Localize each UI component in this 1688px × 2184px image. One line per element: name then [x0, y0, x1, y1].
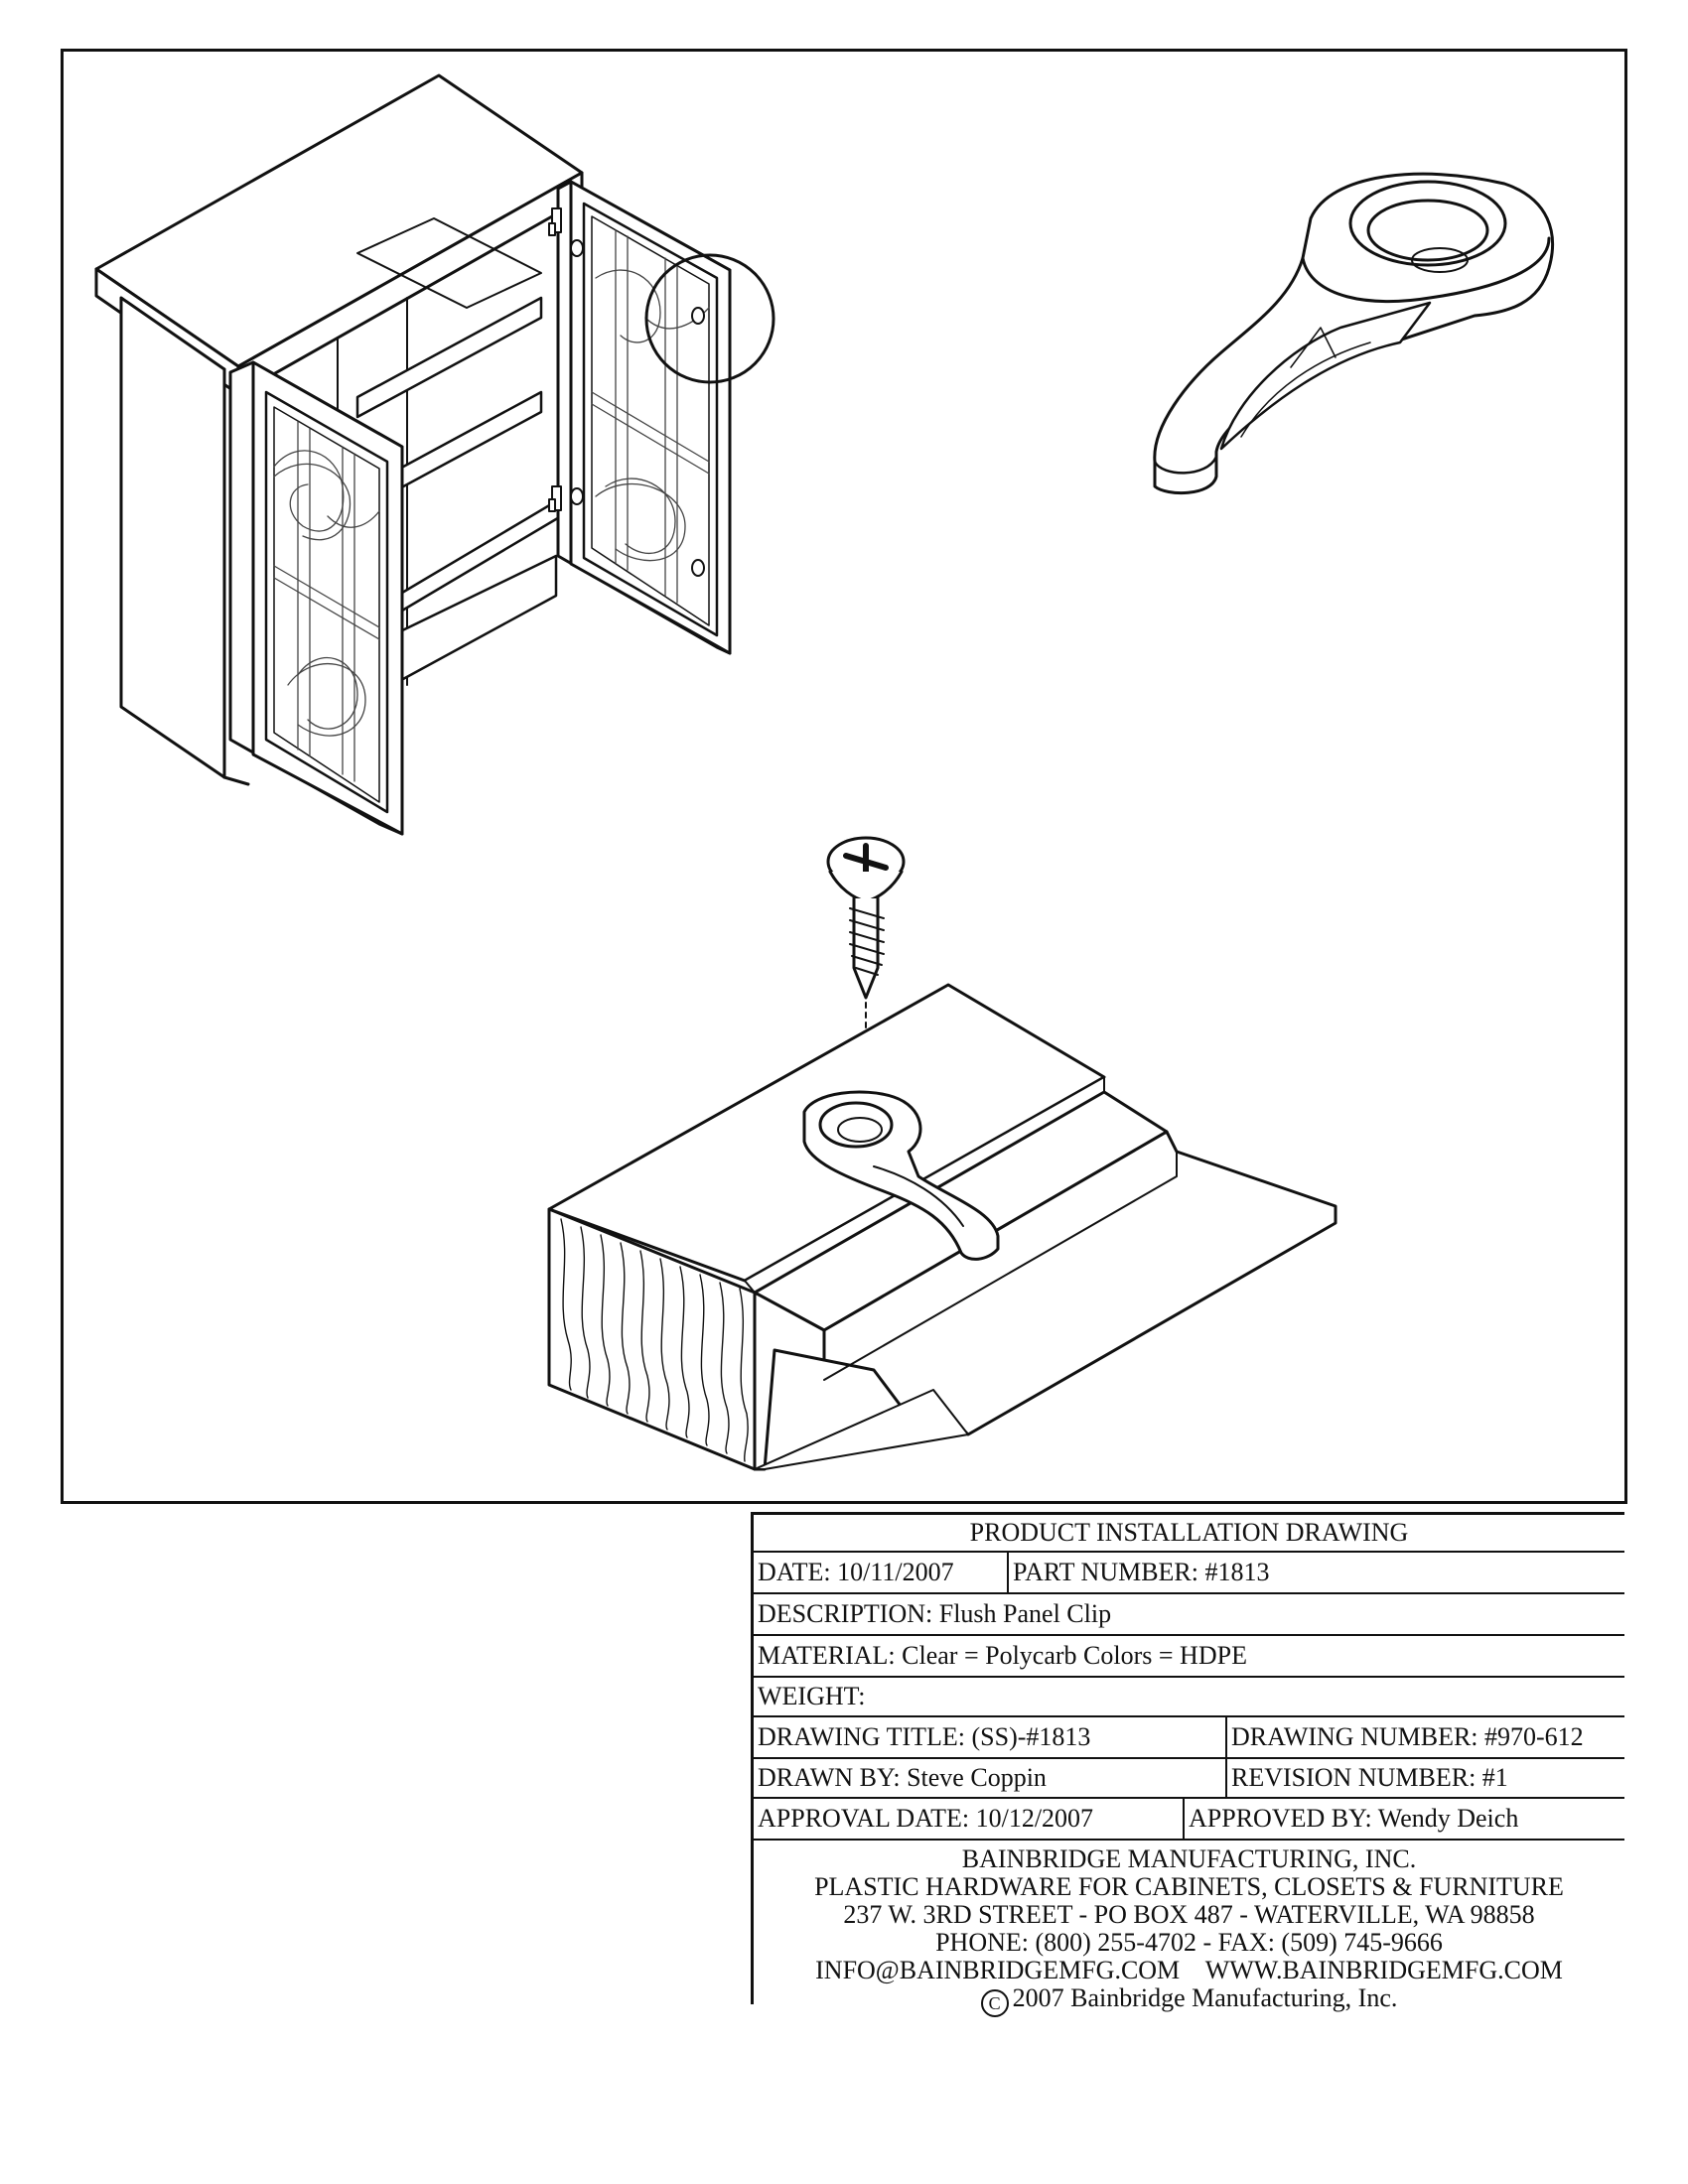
company-phone-fax: PHONE: (800) 255-4702 - FAX: (509) 745-9…	[935, 1928, 1443, 1957]
drawing-border	[61, 49, 1627, 1504]
date-field: DATE: 10/11/2007	[758, 1558, 954, 1586]
approved-by-field: APPROVED BY: Wendy Deich	[1183, 1799, 1624, 1839]
company-tagline: PLASTIC HARDWARE FOR CABINETS, CLOSETS &…	[814, 1872, 1564, 1901]
company-address: 237 W. 3RD STREET - PO BOX 487 - WATERVI…	[843, 1900, 1535, 1929]
description-field: DESCRIPTION: Flush Panel Clip	[758, 1599, 1112, 1628]
weight-field: WEIGHT:	[758, 1682, 866, 1710]
installation-illustration	[547, 836, 1337, 1471]
material-field: MATERIAL: Clear = Polycarb Colors = HDPE	[758, 1641, 1247, 1670]
title-block: PRODUCT INSTALLATION DRAWING DATE: 10/11…	[751, 1512, 1624, 2017]
copyright-text: 2007 Bainbridge Manufacturing, Inc.	[1012, 1983, 1398, 2012]
revision-number-field: REVISION NUMBER: #1	[1225, 1759, 1624, 1797]
cabinet-illustration	[94, 73, 775, 836]
part-number-field: PART NUMBER: #1813	[1007, 1553, 1624, 1592]
drawing-heading: PRODUCT INSTALLATION DRAWING	[969, 1518, 1409, 1547]
approval-date-field: APPROVAL DATE: 10/12/2007	[758, 1804, 1094, 1833]
company-name: BAINBRIDGE MANUFACTURING, INC.	[961, 1844, 1417, 1873]
drawing-title-field: DRAWING TITLE: (SS)-#1813	[758, 1722, 1091, 1751]
company-email-web: INFO@BAINBRIDGEMFG.COM WWW.BAINBRIDGEMFG…	[815, 1956, 1563, 1984]
clip-detail-illustration	[1153, 172, 1554, 495]
drawn-by-field: DRAWN BY: Steve Coppin	[758, 1763, 1047, 1792]
drawing-number-field: DRAWING NUMBER: #970-612	[1225, 1717, 1624, 1757]
company-info: BAINBRIDGE MANUFACTURING, INC. PLASTIC H…	[754, 1840, 1624, 2017]
copyright-icon: C	[980, 1989, 1009, 2017]
